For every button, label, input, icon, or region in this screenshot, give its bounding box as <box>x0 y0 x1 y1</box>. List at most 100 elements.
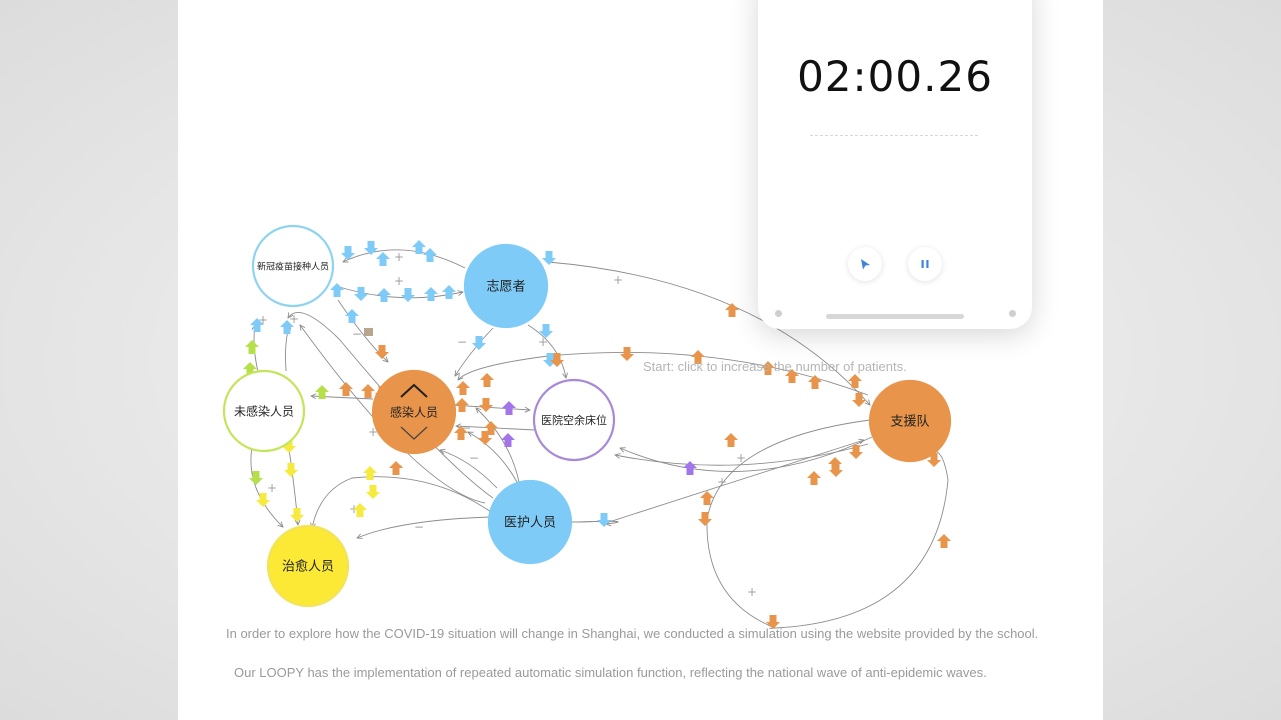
cursor-mode-button[interactable] <box>848 247 882 281</box>
signal-arrow <box>376 252 390 266</box>
pause-button[interactable] <box>908 247 942 281</box>
signal-arrow <box>315 385 329 399</box>
signal-arrow <box>353 503 367 517</box>
signal-arrow <box>761 361 775 375</box>
signal-arrow <box>389 461 403 475</box>
polarity-sign: + <box>717 475 727 489</box>
causal-link[interactable] <box>476 408 520 483</box>
causal-link[interactable] <box>774 451 949 629</box>
causal-link[interactable] <box>706 419 871 628</box>
polarity-sign: + <box>394 274 404 288</box>
signal-arrow <box>377 288 391 302</box>
signal-arrow <box>539 324 553 338</box>
signal-arrow <box>480 373 494 387</box>
node-label: 感染人员 <box>390 405 438 420</box>
indicator-dot-right <box>1009 310 1016 317</box>
polarity-sign: + <box>368 425 378 439</box>
signal-arrow <box>290 508 304 522</box>
causal-link[interactable] <box>458 351 869 396</box>
node-medical[interactable]: 医护人员 <box>487 479 573 565</box>
recorder-panel: 02:00.26 <box>758 0 1032 329</box>
causal-link[interactable] <box>343 249 466 269</box>
node-circle[interactable] <box>487 479 573 565</box>
node-uninfected[interactable]: 未感染人员 <box>222 369 306 453</box>
polarity-sign: + <box>267 481 277 495</box>
signal-arrow <box>366 485 380 499</box>
polarity-sign: − <box>414 520 424 534</box>
node-label: 支援队 <box>890 415 929 430</box>
signal-arrow <box>848 374 862 388</box>
signal-arrow <box>484 421 498 435</box>
causal-link[interactable] <box>250 446 283 527</box>
node-circle[interactable] <box>532 378 616 462</box>
causal-link[interactable] <box>312 476 492 528</box>
node-infected[interactable]: 感染人员 <box>371 369 457 455</box>
causal-link[interactable] <box>527 324 566 378</box>
causal-link[interactable] <box>337 299 388 362</box>
polarity-sign: − <box>457 335 467 349</box>
node-label: 医护人员 <box>504 516 556 531</box>
node-circle[interactable] <box>266 524 350 608</box>
signal-arrow <box>401 288 415 302</box>
polarity-sign: + <box>613 273 623 287</box>
home-indicator-bar[interactable] <box>826 314 964 319</box>
causal-link[interactable] <box>577 440 864 523</box>
node-beds[interactable]: 医院空余床位 <box>532 378 616 462</box>
signal-arrow <box>363 466 377 480</box>
node-circle[interactable] <box>251 224 335 308</box>
signal-arrow <box>284 463 298 477</box>
signal-arrow <box>479 398 493 412</box>
node-circle[interactable] <box>222 369 306 453</box>
node-circle[interactable] <box>868 379 952 463</box>
signal-arrow <box>256 493 270 507</box>
causal-link[interactable] <box>288 311 494 499</box>
node-label: 医院空余床位 <box>541 413 607 427</box>
signal-arrow <box>456 381 470 395</box>
cursor-arrow-icon <box>861 259 870 270</box>
signal-arrow <box>766 615 780 629</box>
signal-arrow <box>683 461 697 475</box>
signal-arrow <box>937 534 951 548</box>
signal-arrow <box>691 350 705 364</box>
signal-arrow <box>620 347 634 361</box>
polarity-sign: − <box>461 421 471 435</box>
signal-arrow <box>442 285 456 299</box>
signal-arrow <box>361 384 375 398</box>
node-support[interactable]: 支援队 <box>868 379 952 463</box>
causal-link[interactable] <box>468 432 519 485</box>
signal-arrow <box>849 445 863 459</box>
signal-arrow <box>698 512 712 526</box>
polarity-sign: + <box>538 335 548 349</box>
signal-arrow <box>852 393 866 407</box>
causal-link[interactable] <box>357 516 491 538</box>
decrease-chevron-icon[interactable] <box>400 426 428 440</box>
signal-arrow <box>339 382 353 396</box>
signal-arrow <box>724 433 738 447</box>
node-circle[interactable] <box>463 243 549 329</box>
indicator-dot-left <box>775 310 782 317</box>
signal-marker <box>364 328 373 336</box>
node-recovered[interactable]: 治愈人员 <box>266 524 350 608</box>
node-volunteers[interactable]: 志愿者 <box>463 243 549 329</box>
increase-chevron-icon[interactable] <box>400 383 428 398</box>
node-vaccinated[interactable]: 新冠疫苗接种人员 <box>251 224 335 308</box>
signal-arrow <box>501 433 515 447</box>
polarity-sign: + <box>258 313 268 327</box>
polarity-sign-layer: +++−−+−+−++++−+++− <box>258 250 757 599</box>
signal-arrow <box>250 318 264 332</box>
signal-arrow <box>454 426 468 440</box>
timer-readout: 02:00.26 <box>797 52 993 101</box>
signal-arrow <box>245 340 259 354</box>
signal-arrow <box>375 345 389 359</box>
causal-link[interactable] <box>455 327 494 376</box>
signal-arrow <box>423 248 437 262</box>
node-label: 志愿者 <box>486 280 525 295</box>
node-circle[interactable] <box>371 369 457 455</box>
causal-link[interactable] <box>440 450 498 489</box>
caption-line-1: In order to explore how the COVID-19 sit… <box>226 626 1039 641</box>
pause-icon <box>921 260 929 268</box>
signal-arrow <box>808 375 822 389</box>
signal-arrow <box>412 240 426 254</box>
